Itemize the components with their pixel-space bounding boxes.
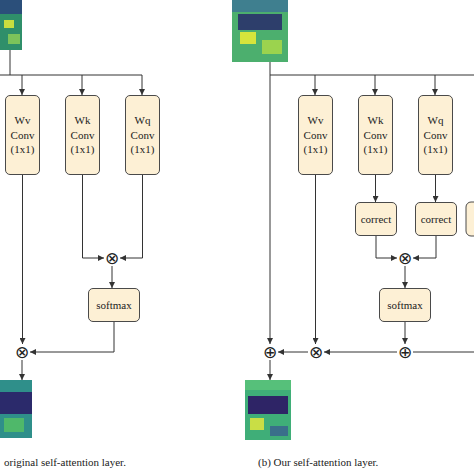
- operator-symbol: ⊗: [15, 344, 29, 360]
- softmax-box: softmax: [88, 288, 140, 322]
- flow-arrow: [435, 175, 436, 202]
- image-patch: [238, 14, 282, 30]
- flow-arrow: [375, 175, 376, 202]
- operator-symbol: ⊗: [105, 250, 119, 266]
- output-wire: [270, 360, 271, 380]
- output-image: [0, 380, 32, 438]
- box-label: Wq Conv (1x1): [420, 113, 451, 158]
- flow-arrow: [112, 266, 113, 288]
- operator-circle: [263, 345, 278, 360]
- add-operator: ⊕: [397, 344, 413, 360]
- flow-arrow: [120, 175, 143, 258]
- input-wire: [142, 75, 143, 95]
- image-patch: [232, 0, 288, 62]
- flow-arrow: [405, 322, 406, 344]
- conv-box: Wq Conv (1x1): [125, 95, 160, 175]
- flow-arrow: [30, 322, 114, 352]
- conv-box: Wk Conv (1x1): [65, 95, 100, 175]
- add-operator: ⊕: [262, 344, 278, 360]
- operator-symbol: ⊕: [398, 344, 412, 360]
- image-patch: [245, 380, 291, 440]
- softmax-box: softmax: [379, 288, 431, 322]
- operator-symbol: ⊗: [398, 250, 412, 266]
- image-patch: [232, 0, 288, 12]
- flow-arrow: [83, 175, 105, 258]
- caption: (b) Our self-attention layer.: [258, 456, 378, 468]
- image-patch: [245, 380, 291, 390]
- correct-box: correct: [355, 202, 397, 236]
- image-patch: [240, 32, 256, 44]
- correct-box: correct: [415, 202, 457, 236]
- input-wire: [22, 75, 23, 95]
- box-label: correct: [361, 212, 392, 227]
- side-wire: [413, 352, 474, 353]
- flow-arrow: [22, 175, 23, 344]
- output-wire: [22, 360, 23, 380]
- operator-circle: [398, 345, 413, 360]
- operator-circle: [15, 345, 30, 360]
- input-wire: [270, 62, 474, 75]
- operator-circle: [398, 251, 413, 266]
- input-wire: [315, 75, 316, 95]
- box-label: Wq Conv (1x1): [127, 113, 158, 158]
- image-patch: [4, 20, 14, 28]
- operator-symbol: ⊗: [309, 344, 323, 360]
- box-label: Wv Conv (1x1): [7, 113, 38, 158]
- box-label: softmax: [387, 298, 422, 313]
- flow-arrow: [413, 236, 436, 258]
- flow-arrow: [324, 352, 397, 353]
- image-patch: [0, 0, 22, 14]
- image-patch: [262, 40, 282, 54]
- box-label: Wv Conv (1x1): [300, 113, 331, 158]
- input-image: [0, 0, 22, 50]
- image-patch: [0, 0, 22, 50]
- image-patch: [0, 392, 32, 414]
- partial-box: [466, 202, 474, 236]
- flow-arrow: [278, 352, 308, 353]
- image-patch: [0, 380, 32, 438]
- multiply-operator: ⊗: [397, 250, 413, 266]
- input-wire: [0, 50, 142, 75]
- image-patch: [250, 418, 264, 430]
- input-wire: [82, 75, 83, 95]
- input-image: [232, 0, 288, 62]
- flow-arrow: [376, 236, 397, 258]
- conv-box: Wv Conv (1x1): [298, 95, 333, 175]
- operator-symbol: ⊕: [263, 344, 277, 360]
- image-patch: [248, 396, 288, 414]
- multiply-operator: ⊗: [104, 250, 120, 266]
- conv-box: Wv Conv (1x1): [5, 95, 40, 175]
- input-wire: [375, 75, 376, 95]
- input-wire: [435, 75, 436, 95]
- image-patch: [270, 426, 288, 436]
- conv-box: Wq Conv (1x1): [418, 95, 453, 175]
- conv-box: Wk Conv (1x1): [358, 95, 393, 175]
- flow-arrow: [315, 175, 316, 344]
- flow-arrow: [405, 266, 406, 288]
- image-patch: [8, 34, 20, 44]
- box-label: Wk Conv (1x1): [360, 113, 391, 158]
- box-label: Wk Conv (1x1): [67, 113, 98, 158]
- operator-circle: [309, 345, 324, 360]
- residual-wire: [270, 75, 271, 344]
- image-patch: [4, 418, 24, 432]
- box-label: softmax: [96, 298, 131, 313]
- multiply-operator: ⊗: [308, 344, 324, 360]
- operator-circle: [105, 251, 120, 266]
- box-label: correct: [421, 212, 452, 227]
- caption: original self-attention layer.: [4, 456, 126, 468]
- multiply-operator: ⊗: [14, 344, 30, 360]
- output-image: [245, 380, 291, 440]
